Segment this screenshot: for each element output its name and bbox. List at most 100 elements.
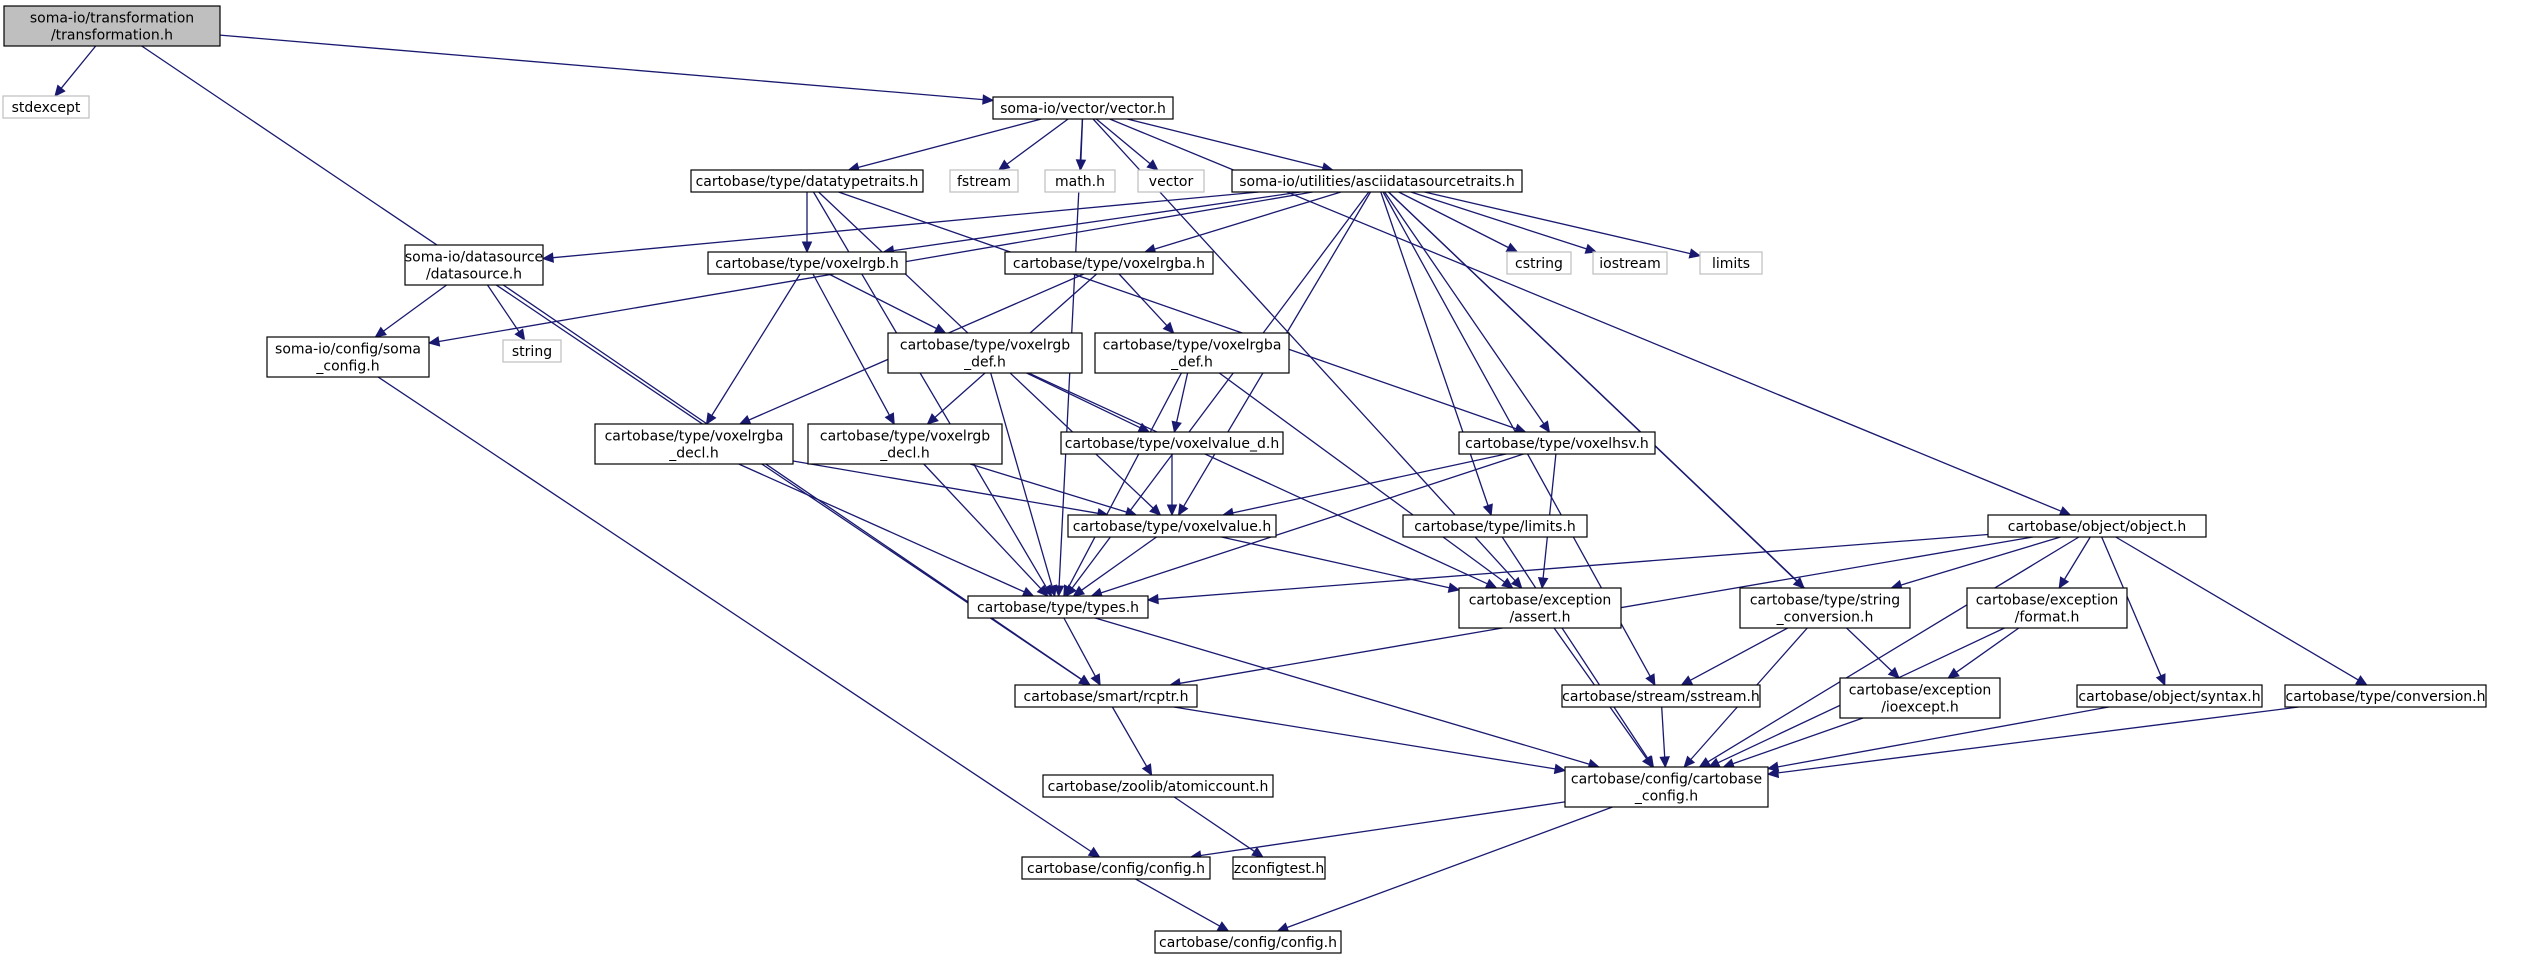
node-box [2076,684,2263,708]
edge-line [1232,453,1507,514]
edge-line [1111,706,1148,767]
edge-line [812,191,1047,588]
node-iostream[interactable]: iostream [1592,251,1668,275]
edge-arrowhead [801,241,813,254]
node-math[interactable]: math.h [1044,169,1116,193]
node-label: soma-io/datasource [405,250,543,266]
edge-arrowhead [1645,673,1656,687]
node-vector[interactable]: vector [1137,169,1205,193]
node-label: limits [1712,256,1750,272]
edge-line [1218,372,1505,583]
node-box [1004,251,1214,275]
node-voxelrgb[interactable]: cartobase/type/voxelrgb.h [707,251,907,275]
edge-arrowhead [541,252,554,263]
node-atomiccount[interactable]: cartobase/zoolib/atomiccount.h [1042,774,1274,798]
edge-arrowhead [1166,504,1178,517]
node-rcptr[interactable]: cartobase/smart/rcptr.h [1014,684,1198,708]
node-label: _def.h [1170,355,1213,371]
node-voxelhsv[interactable]: cartobase/type/voxelhsv.h [1458,431,1656,455]
node-label: cartobase/exception [1849,683,1992,699]
node-voxelrgb_decl[interactable]: cartobase/type/voxelrgb_decl.h [807,423,1003,465]
edge-vector_h-to-asciitraits [1127,118,1334,173]
node-vector_h[interactable]: soma-io/vector/vector.h [992,96,1174,120]
node-syntax[interactable]: cartobase/object/syntax.h [2076,684,2263,708]
node-box [1458,587,1622,629]
edge-arrowhead [2058,506,2072,516]
node-voxelrgba_decl[interactable]: cartobase/type/voxelrgba_decl.h [594,423,794,465]
edge-arrowhead [1053,585,1065,598]
edge-line [2115,536,2359,681]
edge-arrowhead [1090,673,1101,687]
node-stringconv[interactable]: cartobase/type/string_conversion.h [1739,587,1911,629]
edge-atomiccount-to-zconfigtest [1173,796,1264,858]
edge-datatypetraits-to-voxelrgb [801,192,813,254]
node-box [266,336,430,378]
node-stdexcept[interactable]: stdexcept [2,95,90,119]
edge-line [1380,191,1489,506]
node-format[interactable]: cartobase/exception/format.h [1966,587,2128,629]
edge-voxelrgb_def-to-voxelvalue_d [1026,372,1151,433]
node-voxelvalue[interactable]: cartobase/type/voxelvalue.h [1067,514,1277,538]
node-label: math.h [1055,174,1105,190]
node-ioexcept[interactable]: cartobase/exception/ioexcept.h [1839,677,2001,719]
node-label: zconfigtest.h [1234,861,1324,877]
node-box [690,169,924,193]
node-object[interactable]: cartobase/object/object.h [1987,514,2207,538]
edge-datasource-to-string [486,284,526,342]
node-typelimits[interactable]: cartobase/type/limits.h [1402,514,1588,538]
edge-line [738,463,1025,593]
edge-arrowhead [1766,767,1780,779]
node-conversion[interactable]: cartobase/type/conversion.h [2284,684,2487,708]
edge-line [893,191,1301,252]
edge-arrowhead [1162,321,1175,334]
node-label: fstream [957,174,1011,190]
node-label: string [512,344,552,360]
node-box [404,244,544,286]
node-datatypetraits[interactable]: cartobase/type/datatypetraits.h [690,169,924,193]
edge-arrowhead [514,328,526,342]
edge-line [2101,536,2162,677]
node-voxelvalue_d[interactable]: cartobase/type/voxelvalue_d.h [1060,431,1284,455]
node-voxelrgba_def[interactable]: cartobase/type/voxelrgba_def.h [1094,332,1290,374]
node-datasource[interactable]: soma-io/datasource/datasource.h [404,244,544,286]
edge-line [812,273,890,416]
edge-voxelrgb_decl-to-voxelvalue [969,463,1138,517]
node-box [1042,774,1274,798]
edge-line [1384,191,1545,425]
node-somaconfig[interactable]: soma-io/config/soma_config.h [266,336,430,378]
edge-arrowhead [1539,420,1551,434]
edge-arrowhead [884,412,895,426]
edge-line [1028,372,1488,585]
edge-datasource-to-rcptr [502,284,1091,686]
node-cbconfig[interactable]: cartobase/config/cartobase_config.h [1564,766,1769,808]
node-voxelrgba[interactable]: cartobase/type/voxelrgba.h [1004,251,1214,275]
node-label: /ioexcept.h [1881,700,1959,716]
edge-voxelvalue-to-types [1072,536,1157,597]
node-types[interactable]: cartobase/type/types.h [967,595,1149,619]
node-voxelrgb_def[interactable]: cartobase/type/voxelrgb_def.h [887,332,1083,374]
edge-vector_h-to-fstream [997,118,1069,171]
edge-line [923,463,1042,590]
node-fstream[interactable]: fstream [949,169,1019,193]
node-sstream[interactable]: cartobase/stream/sstream.h [1561,684,1761,708]
edge-voxelrgba_def-to-voxelvalue_d [1171,372,1189,434]
node-label: cartobase/config/cartobase [1571,772,1762,788]
edge-voxelrgba-to-voxelrgba_def [1118,273,1175,334]
edge-arrowhead [926,413,939,425]
node-assert[interactable]: cartobase/exception/assert.h [1458,587,1622,629]
node-config[interactable]: cartobase/config/config.h [1021,856,1211,880]
edge-line [1006,118,1069,165]
node-limits[interactable]: limits [1699,251,1763,275]
edge-line [1095,118,1151,165]
node-label: cartobase/object/object.h [2008,519,2187,535]
node-root[interactable]: soma-io/transformation/transformation.h [3,5,221,47]
edge-line [858,118,1042,169]
node-config2[interactable]: cartobase/config/config.h [1154,930,1342,954]
node-asciitraits[interactable]: soma-io/utilities/asciidatasourcetraits.… [1231,169,1523,193]
edge-voxelrgb-to-voxelrgba_decl [705,273,801,426]
node-cstring[interactable]: cstring [1506,251,1572,275]
node-label: cartobase/config/config.h [1027,861,1205,877]
node-string[interactable]: string [502,339,562,363]
node-zconfigtest[interactable]: zconfigtest.h [1232,856,1326,880]
node-label: cartobase/type/limits.h [1414,519,1576,535]
